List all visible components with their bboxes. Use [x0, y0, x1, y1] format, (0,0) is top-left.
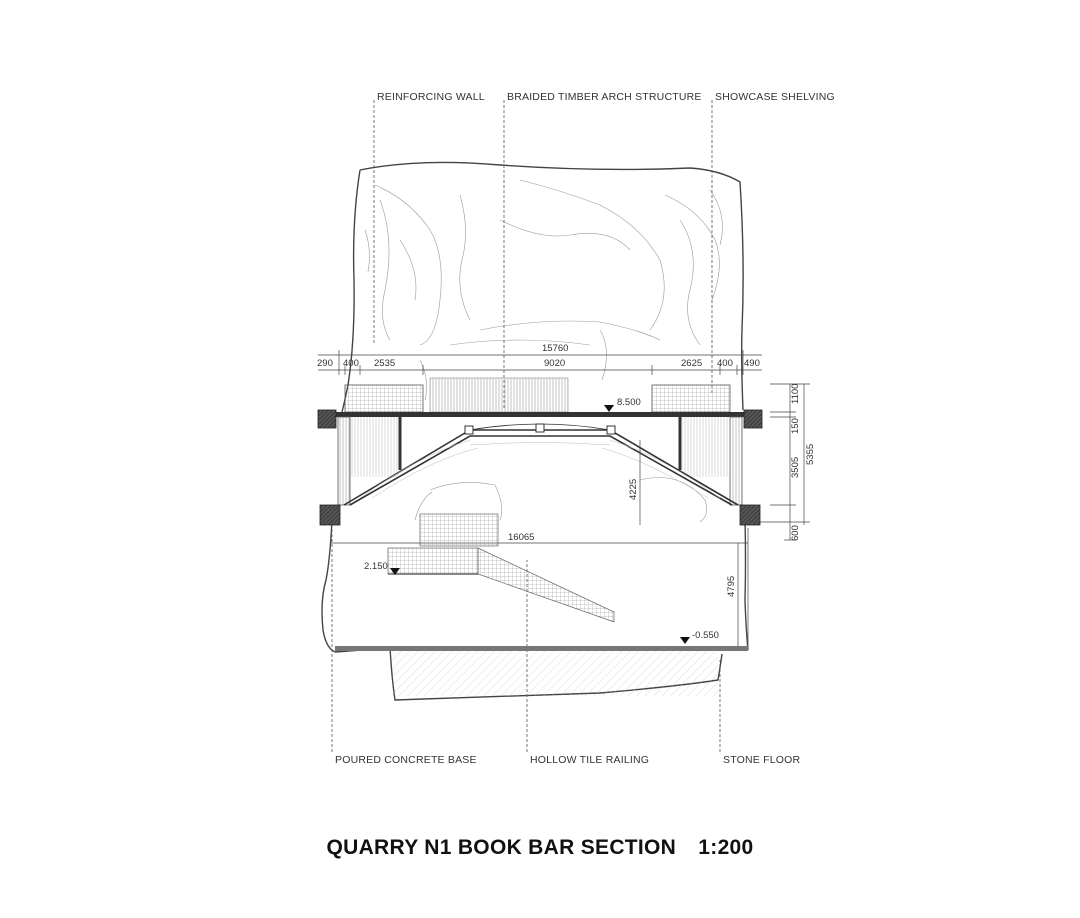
wall-anchor-right-bottom [739, 504, 761, 526]
level-marker-ground [680, 637, 690, 644]
showcase-shelf-left [344, 384, 424, 413]
label-stone-floor: STONE FLOOR [723, 754, 800, 766]
infill-left [350, 417, 398, 477]
title-scale: 1:200 [698, 836, 754, 859]
dim-overall-width: 15760 [542, 343, 568, 354]
level-ground: -0.550 [692, 630, 719, 641]
level-mid: 2.150 [364, 561, 388, 572]
top-dimensions [318, 350, 762, 375]
dim-lower-width: 16065 [508, 532, 534, 543]
dim-5355: 5355 [805, 444, 816, 465]
label-reinforcing-wall: REINFORCING WALL [377, 91, 485, 103]
dim-seg-2625: 2625 [681, 358, 702, 369]
rock-texture [364, 179, 723, 523]
infill-right [682, 417, 730, 477]
right-dimensions [740, 383, 810, 541]
level-marker-mid [390, 568, 400, 575]
hollow-tile-railing-upper [429, 377, 569, 413]
dim-150: 150 [790, 418, 801, 434]
concrete-base [392, 651, 718, 696]
label-poured-concrete-base: POURED CONCRETE BASE [335, 754, 477, 766]
level-upper: 8.500 [617, 397, 641, 408]
staircase [477, 547, 615, 623]
wall-anchor-left-bottom [319, 504, 341, 526]
arch-nodes [464, 423, 616, 435]
dim-arch-height: 4225 [628, 479, 639, 500]
wall-anchor-left-top [317, 409, 337, 429]
mid-landing-railing [387, 547, 479, 575]
label-showcase-shelving: SHOWCASE SHELVING [715, 91, 835, 103]
level-marker-upper [604, 405, 614, 412]
dim-seg-9020: 9020 [544, 358, 565, 369]
dim-lower-height: 4795 [726, 576, 737, 597]
lower-width-dim [330, 528, 749, 650]
title-name: QUARRY N1 BOOK BAR SECTION [326, 836, 677, 859]
dim-3505: 3505 [790, 457, 801, 478]
leader-lines [331, 100, 721, 752]
drawing-title: QUARRY N1 BOOK BAR SECTION 1:200 [0, 836, 1080, 860]
stone-floor-slab [335, 646, 748, 651]
dim-600: 600 [790, 525, 801, 541]
dim-seg-490: 490 [744, 358, 760, 369]
label-hollow-tile-railing: HOLLOW TILE RAILING [530, 754, 649, 766]
dim-seg-2535: 2535 [374, 358, 395, 369]
dim-1100: 1100 [790, 384, 801, 404]
wall-anchor-right-top [743, 409, 763, 429]
dim-seg-290: 290 [317, 358, 333, 369]
upper-deck-slab [336, 412, 744, 417]
label-timber-arch: BRAIDED TIMBER ARCH STRUCTURE [507, 91, 702, 103]
showcase-shelf-right [651, 384, 731, 413]
dim-seg-400b: 400 [717, 358, 733, 369]
side-wall-left [337, 416, 351, 506]
arch-braid-fill [359, 439, 721, 499]
lower-shelving [419, 513, 499, 547]
dim-seg-400a: 400 [343, 358, 359, 369]
side-wall-right [729, 416, 743, 506]
